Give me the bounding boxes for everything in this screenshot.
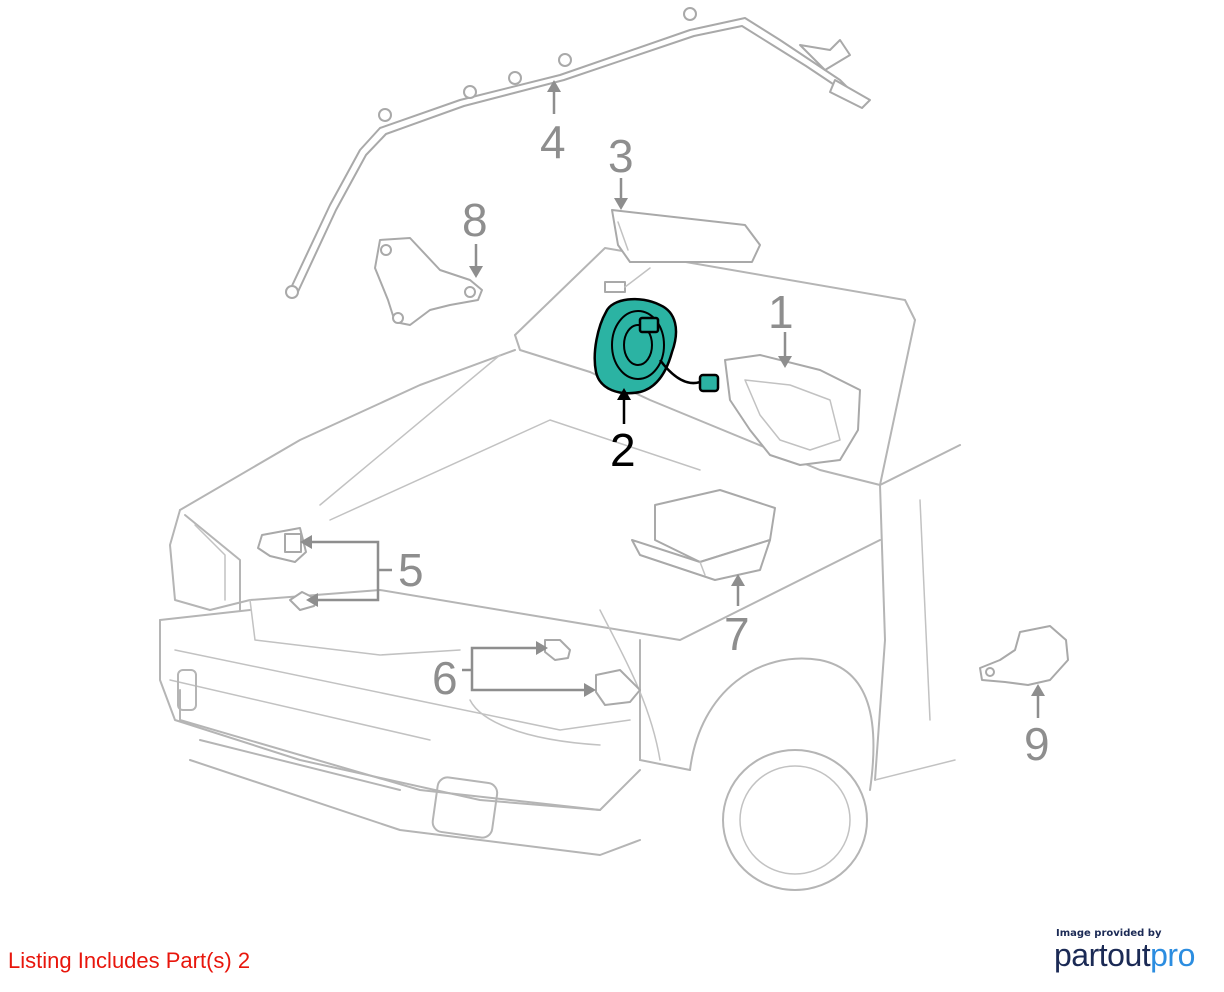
part-7-control-module — [631, 489, 776, 581]
callout-4: 4 — [540, 80, 566, 168]
callout-6: 6 — [432, 641, 596, 704]
part-4-curtain-airbag — [285, 7, 871, 299]
callout-label-5: 5 — [398, 544, 424, 596]
part-9-side-sensor — [979, 625, 1069, 686]
part-8-sensor — [374, 237, 483, 326]
vehicle-outline — [159, 247, 961, 891]
credit-caption: Image provided by — [1056, 928, 1162, 939]
callout-3: 3 — [608, 130, 634, 210]
part-3-passenger-airbag — [604, 209, 761, 293]
callout-label-8: 8 — [462, 194, 488, 246]
part-6-front-sensor — [544, 639, 641, 706]
callout-8: 8 — [462, 194, 488, 278]
part-2-clock-spring — [593, 297, 720, 395]
callout-7: 7 — [724, 574, 750, 660]
callout-2: 2 — [610, 388, 636, 476]
part-5-front-sensor — [257, 527, 319, 611]
callout-label-6: 6 — [432, 652, 458, 704]
callout-label-2: 2 — [610, 424, 636, 476]
callout-5: 5 — [300, 535, 424, 607]
part-1-driver-airbag — [724, 354, 861, 466]
callout-label-3: 3 — [608, 130, 634, 182]
listing-note: Listing Includes Part(s) 2 — [8, 948, 251, 973]
brand-part1: partout — [1054, 937, 1151, 973]
callout-label-1: 1 — [768, 286, 794, 338]
partoutpro-logo: partoutpro — [1054, 937, 1195, 974]
callout-1: 1 — [768, 286, 794, 368]
callout-label-4: 4 — [540, 116, 566, 168]
callout-9: 9 — [1024, 684, 1050, 770]
brand-part2: pro — [1150, 937, 1195, 973]
callout-label-7: 7 — [724, 608, 750, 660]
callout-label-9: 9 — [1024, 718, 1050, 770]
